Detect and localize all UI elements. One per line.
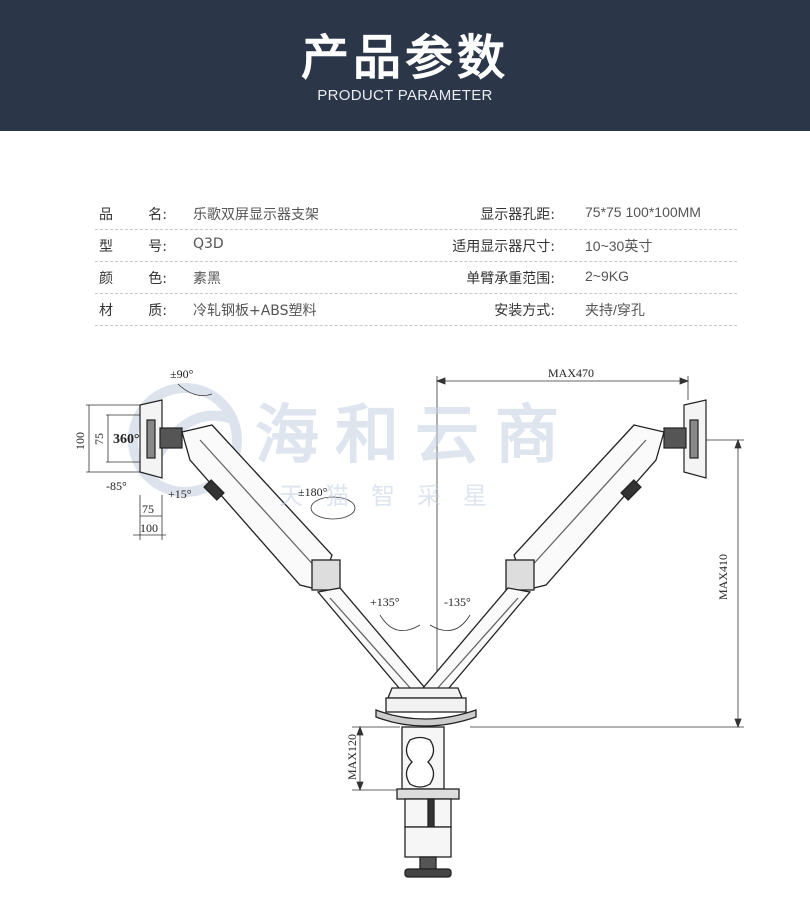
right-lower-arm-icon	[421, 587, 532, 696]
spec-value: 冷轧钢板+ABS塑料	[193, 303, 317, 319]
vesa-inner-width-label: 75	[142, 502, 154, 516]
spec-value: 2~9KG	[585, 268, 629, 284]
spec-value: 素黑	[193, 271, 221, 287]
swivel-arrow-icon	[310, 496, 356, 520]
spec-value: 75*75 100*100MM	[585, 204, 701, 220]
vesa-outer-width-label: 100	[140, 521, 158, 535]
spec-label: 品名:	[99, 207, 167, 223]
tilt-down-label: -85°	[106, 479, 127, 493]
watermark-main: 海和云商	[255, 399, 575, 473]
spec-value: 10~30英寸	[585, 238, 653, 254]
vesa-outer-height-label: 100	[73, 432, 87, 450]
max-width-label: MAX470	[548, 366, 594, 380]
spec-label: 单臂承重范围:	[466, 271, 555, 287]
arm-right-rotation-label: -135°	[444, 595, 471, 609]
vesa-dimensions	[86, 404, 166, 540]
arm-left-arrow-icon	[379, 614, 421, 632]
rotate-360-label: 360°	[113, 432, 140, 447]
desk-clamp-icon	[396, 726, 460, 878]
max-height-label: MAX410	[716, 554, 730, 600]
right-vesa-plate-icon	[663, 399, 707, 479]
left-gas-spring-arm-icon	[181, 424, 341, 591]
monitor-arm-drawing: MAX470 MAX410 MAX120 100 75 75 100 ±90° …	[73, 366, 744, 878]
rotate-vertical-label: ±90°	[170, 367, 194, 381]
spec-table: 品名: 乐歌双屏显示器支架 显示器孔距: 75*75 100*100MM 型号:…	[95, 198, 737, 326]
vesa-inner-height-label: 75	[92, 433, 106, 445]
spec-label: 型号:	[99, 239, 167, 255]
max-height-dimension	[470, 438, 744, 729]
clamp-dimension	[352, 725, 400, 792]
center-base-icon	[375, 687, 477, 727]
watermark: 海和云商 天猫智采星	[255, 384, 575, 510]
spec-label: 颜色:	[99, 271, 167, 287]
watermark-sub: 天猫智采星	[279, 482, 509, 510]
rotate-arrow-icon	[177, 383, 213, 397]
spec-label: 材质:	[99, 303, 167, 319]
spec-value: 夹持/穿孔	[585, 302, 645, 318]
swivel-label: ±180°	[298, 485, 328, 499]
max-width-dimension	[435, 376, 690, 700]
spec-value: Q3D	[193, 236, 224, 252]
clamp-label: MAX120	[345, 734, 359, 780]
header-banner: 产品参数 PRODUCT PARAMETER	[0, 0, 810, 131]
page-subtitle: PRODUCT PARAMETER	[317, 87, 493, 104]
spec-row: 材质: 冷轧钢板+ABS塑料 安装方式: 夹持/穿孔	[95, 294, 737, 326]
spec-value: 乐歌双屏显示器支架	[193, 207, 319, 223]
tilt-up-label: +15°	[168, 487, 192, 501]
spec-label: 适用显示器尺寸:	[452, 239, 555, 255]
left-vesa-plate-icon	[139, 399, 183, 479]
arm-left-rotation-label: +135°	[370, 595, 400, 609]
spec-row: 品名: 乐歌双屏显示器支架 显示器孔距: 75*75 100*100MM	[95, 198, 737, 230]
spec-label: 显示器孔距:	[480, 207, 555, 223]
spec-row: 颜色: 素黑 单臂承重范围: 2~9KG	[95, 262, 737, 294]
arm-right-arrow-icon	[429, 614, 471, 632]
spec-label: 安装方式:	[494, 303, 555, 319]
spec-row: 型号: Q3D 适用显示器尺寸: 10~30英寸	[95, 230, 737, 262]
page-title: 产品参数	[300, 30, 509, 86]
